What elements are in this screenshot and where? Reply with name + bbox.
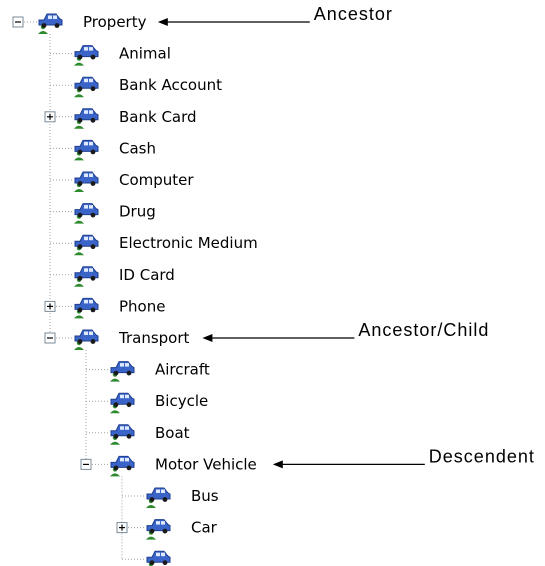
tree-item-label: Drug <box>119 203 156 221</box>
vehicle-icon <box>74 266 99 287</box>
annotation-descendent: Descendent <box>272 446 535 469</box>
tree-item-node[interactable] <box>146 550 171 566</box>
tree-item-label: Bank Card <box>119 108 197 126</box>
tree-item-phone[interactable]: Phone <box>44 297 165 319</box>
vehicle-icon <box>110 392 135 414</box>
arrow-head-icon <box>272 460 283 469</box>
tree-item-label: Bus <box>191 487 219 505</box>
vehicle-icon <box>110 455 135 477</box>
vehicle-icon <box>74 45 99 66</box>
plus-box-icon[interactable] <box>44 300 56 312</box>
tree-item-label: Boat <box>155 424 190 442</box>
vehicle-icon <box>146 550 171 566</box>
vehicle-icon <box>74 203 99 224</box>
annotation-ancestor: Ancestor <box>157 4 393 26</box>
tree-item-label: ID Card <box>119 266 175 284</box>
tree-item-property[interactable]: Property <box>12 13 147 34</box>
arrow-head-icon <box>202 334 213 342</box>
minus-box-icon[interactable] <box>12 16 24 28</box>
tree-item-label: Bank Account <box>119 76 222 94</box>
plus-box-icon[interactable] <box>44 111 56 123</box>
vehicle-icon <box>74 108 99 129</box>
arrow-head-icon <box>157 18 168 26</box>
annotation-label: Descendent <box>429 446 535 466</box>
tree-item-label: Phone <box>119 297 165 315</box>
annotation-label: Ancestor <box>314 4 393 24</box>
tree-item-boat[interactable]: Boat <box>110 424 190 445</box>
vehicle-icon <box>74 234 99 256</box>
annotation-ancestor-child: Ancestor/Child <box>202 320 489 342</box>
vehicle-icon <box>74 329 99 350</box>
plus-box-icon[interactable] <box>116 522 128 534</box>
tree-item-bus[interactable]: Bus <box>146 487 219 508</box>
tree-item-car[interactable]: Car <box>116 519 218 540</box>
annotation-label: Ancestor/Child <box>358 320 489 340</box>
tree-connectors <box>18 21 146 560</box>
tree-item-electronic-medium[interactable]: Electronic Medium <box>74 234 258 256</box>
vehicle-icon <box>146 487 171 508</box>
vehicle-icon <box>146 519 171 540</box>
tree-item-label: Transport <box>118 329 190 347</box>
tree-item-label: Motor Vehicle <box>155 455 257 473</box>
tree-item-label: Computer <box>119 171 194 189</box>
tree-item-label: Cash <box>119 139 156 157</box>
vehicle-icon <box>110 424 135 445</box>
tree-item-animal[interactable]: Animal <box>74 45 171 66</box>
vehicle-icon <box>74 171 99 192</box>
tree-item-computer[interactable]: Computer <box>74 171 194 192</box>
tree-item-label: Animal <box>119 45 171 63</box>
tree-item-bicycle[interactable]: Bicycle <box>110 392 208 414</box>
tree-item-label: Bicycle <box>155 392 208 410</box>
minus-box-icon[interactable] <box>80 458 92 470</box>
tree-item-cash[interactable]: Cash <box>74 139 156 161</box>
tree-item-label: Electronic Medium <box>119 234 258 252</box>
vehicle-icon <box>38 13 63 34</box>
tree-item-label: Aircraft <box>155 361 210 379</box>
tree-item-bank-card[interactable]: Bank Card <box>44 108 197 129</box>
vehicle-icon <box>74 76 99 98</box>
tree-item-id-card[interactable]: ID Card <box>74 266 175 287</box>
tree-item-motor-vehicle[interactable]: Motor Vehicle <box>80 455 257 477</box>
vehicle-icon <box>110 361 135 382</box>
tree-item-bank-account[interactable]: Bank Account <box>74 76 222 98</box>
minus-box-icon[interactable] <box>44 332 56 344</box>
tree-item-drug[interactable]: Drug <box>74 203 156 224</box>
vehicle-icon <box>74 139 99 161</box>
vehicle-icon <box>74 297 99 319</box>
tree-item-aircraft[interactable]: Aircraft <box>110 361 210 382</box>
tree-item-label: Car <box>191 519 218 537</box>
tree-item-label: Property <box>83 13 147 31</box>
tree-item-transport[interactable]: Transport <box>44 329 190 350</box>
